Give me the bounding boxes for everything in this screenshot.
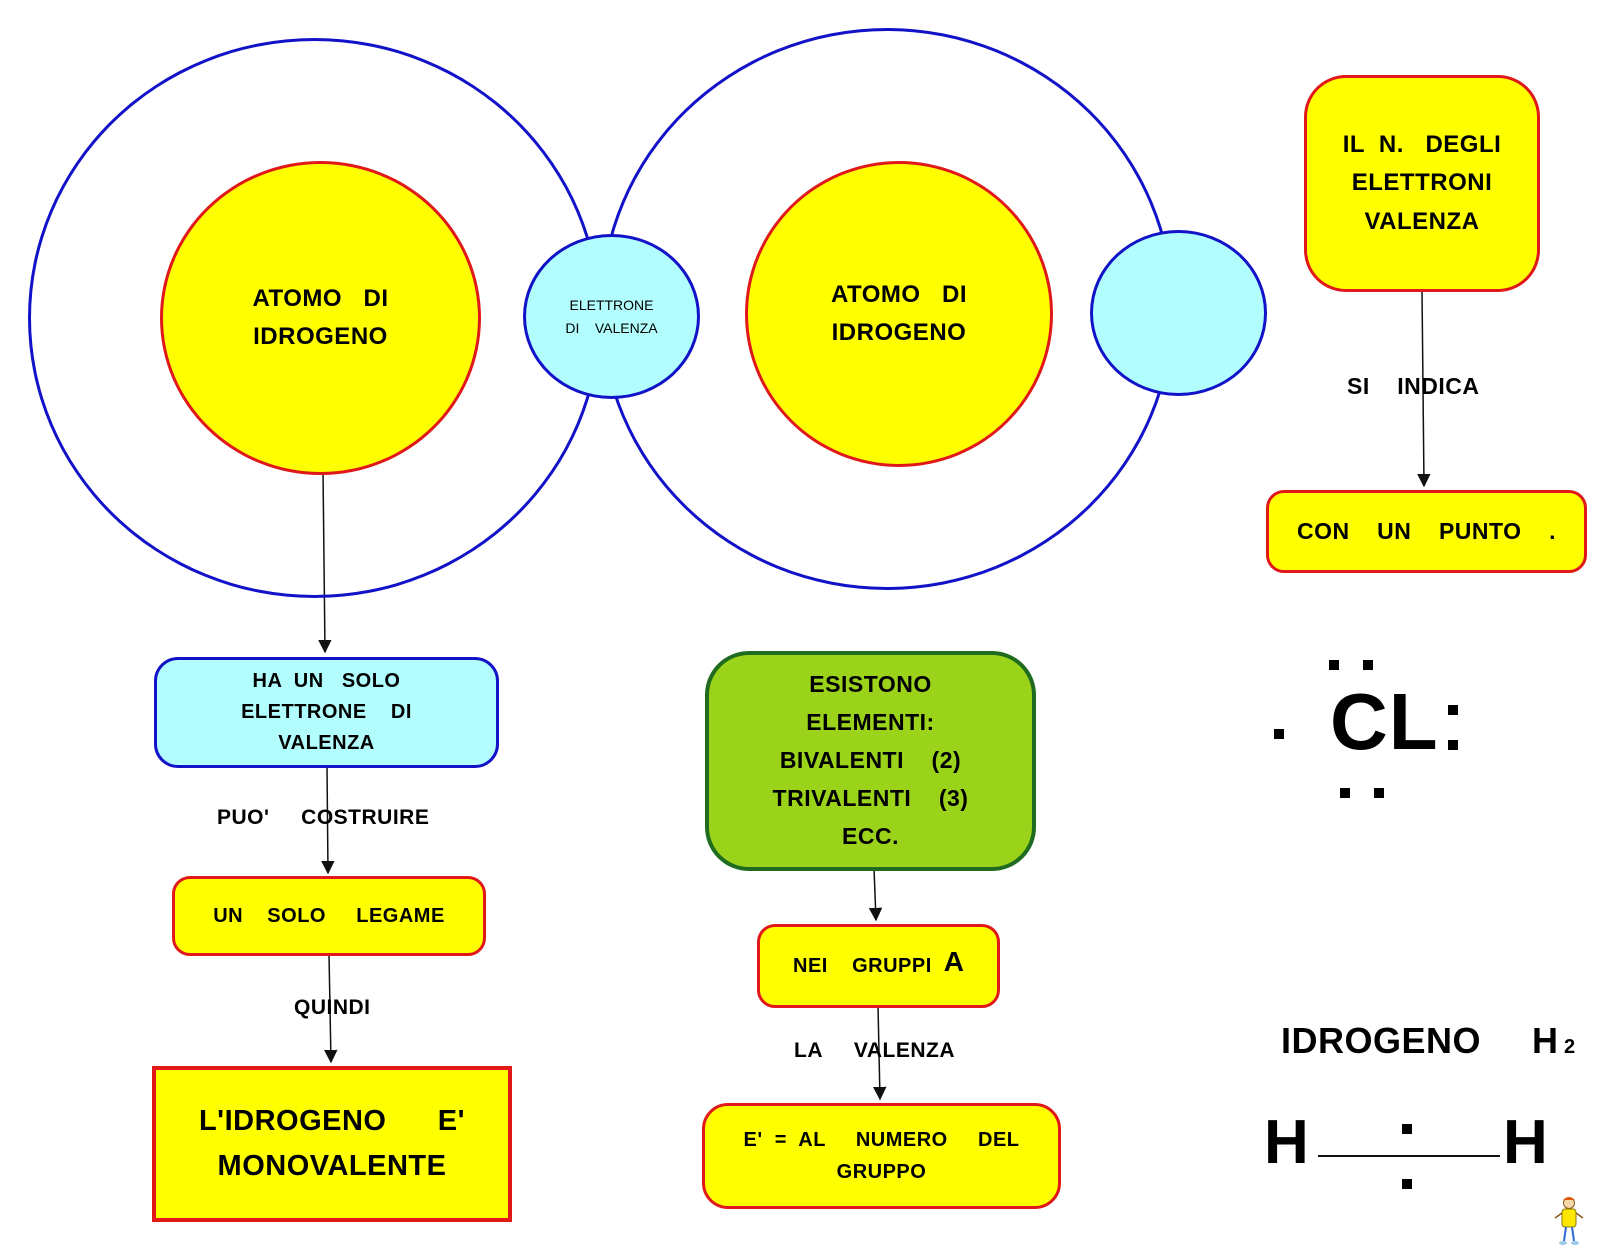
group-number-node: E' = AL NUMERO DEL GRUPPO — [702, 1103, 1061, 1209]
cl-bottom-dot-1 — [1340, 788, 1350, 798]
link-si-indica: SI INDICA — [1347, 373, 1480, 399]
groups-a-node: NEI GRUPPI A — [757, 924, 1000, 1008]
link-la-valenza: LA VALENZA — [794, 1039, 955, 1062]
right-atom: ATOMO DI IDROGENO — [745, 161, 1053, 467]
cl-top-dot-1 — [1329, 660, 1339, 670]
shared-pair-dot-bottom — [1402, 1179, 1412, 1189]
arrow-elettroni-to-punto — [1417, 289, 1431, 488]
hydrogen-atom-right: H — [1503, 1108, 1548, 1177]
left-atom-label: ATOMO DI IDROGENO — [252, 284, 389, 350]
dot-node: CON UN PUNTO . — [1266, 490, 1587, 573]
monovalent-node: L'IDROGENO E' MONOVALENTE — [152, 1066, 512, 1222]
hydrogen-atom-left: H — [1264, 1108, 1309, 1177]
arrow-gruppi-to-numero — [872, 1005, 887, 1101]
shared-pair-dot-top — [1402, 1124, 1412, 1134]
cl-symbol: CL — [1330, 677, 1439, 766]
cl-right-dot-1 — [1448, 705, 1458, 715]
shared-electron-label: ELETTRONE DI VALENZA — [565, 297, 658, 336]
cl-left-dot — [1274, 729, 1284, 739]
hydrogen-name: IDROGENO — [1281, 1020, 1482, 1061]
valence-count-node: IL N. DEGLI ELETTRONI VALENZA — [1304, 75, 1540, 292]
arrow-node2-to-node3 — [324, 953, 338, 1064]
cl-top-dot-2 — [1363, 660, 1373, 670]
single-bond-node: UN SOLO LEGAME — [172, 876, 486, 956]
link-puo-costruire: PUO' COSTRUIRE — [217, 806, 430, 829]
cl-right-dot-2 — [1448, 740, 1458, 750]
cl-bottom-dot-2 — [1374, 788, 1384, 798]
polyvalent-elements-node: ESISTONO ELEMENTI: BIVALENTI (2) TRIVALE… — [705, 651, 1036, 871]
link-quindi: QUINDI — [294, 996, 371, 1019]
single-valence-electron-node: HA UN SOLO ELETTRONE DI VALENZA — [154, 657, 499, 768]
left-atom: ATOMO DI IDROGENO — [160, 161, 481, 475]
right-atom-label: ATOMO DI IDROGENO — [830, 280, 968, 346]
lewis-cl: CL — [1260, 650, 1480, 810]
arrow-green-to-gruppi — [868, 867, 883, 922]
right-electron — [1090, 230, 1267, 396]
mascot-icon — [1554, 1197, 1584, 1245]
shared-electron: ELETTRONE DI VALENZA — [523, 234, 700, 399]
arrow-node1-to-node2 — [321, 766, 335, 875]
